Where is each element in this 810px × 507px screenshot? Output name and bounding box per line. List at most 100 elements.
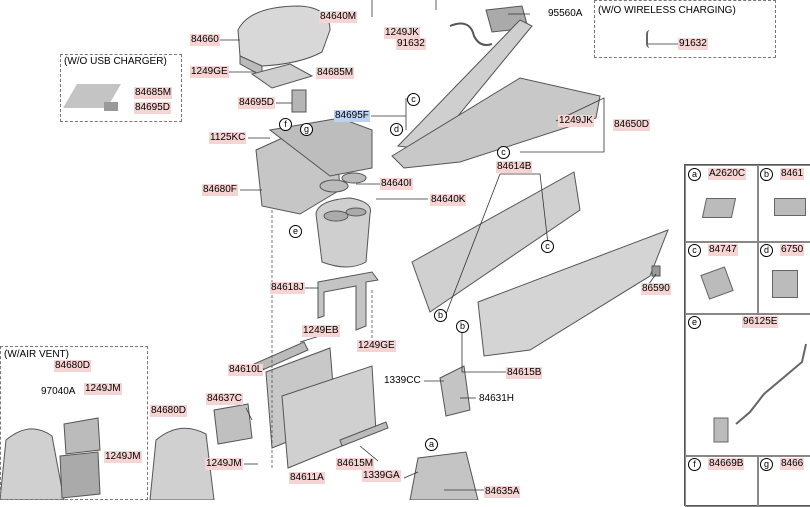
part-label-84631H[interactable]: 84631H [479, 393, 515, 404]
detail-shape-b [774, 198, 806, 216]
part-label-1249JM-av2[interactable]: 1249JM [104, 451, 142, 463]
wireless-charging-box [594, 0, 776, 58]
part-label-1339CC[interactable]: 1339CC [384, 375, 421, 386]
part-label-84640M[interactable]: 84640M [319, 11, 358, 23]
air-vent-box-shape [59, 451, 101, 499]
part-label-1249JM-mid[interactable]: 1249JM [205, 458, 243, 470]
part-label-84640I[interactable]: 84640I [380, 178, 413, 190]
bracket-shape [317, 271, 379, 331]
part-label-84615B[interactable]: 84615B [506, 367, 543, 379]
part-label-86590[interactable]: 86590 [641, 283, 671, 295]
callout-c-left[interactable]: c [407, 93, 420, 106]
detail-letter-e: e [688, 316, 701, 329]
detail-letter-b: b [760, 168, 773, 181]
part-label-84695D-mid[interactable]: 84695D [238, 97, 276, 109]
detail-cell-g: g 8466 [757, 455, 810, 507]
callout-b-1[interactable]: b [434, 309, 447, 322]
detail-part-a[interactable]: A2620C [708, 168, 747, 180]
part-label-84640K[interactable]: 84640K [430, 194, 467, 206]
part-label-84660[interactable]: 84660 [190, 34, 220, 46]
console-trim-shape [391, 77, 601, 169]
part-label-84680D[interactable]: 84680D [54, 360, 92, 372]
detail-part-c[interactable]: 84747 [708, 244, 738, 256]
callout-e[interactable]: e [289, 225, 302, 238]
console-end-shape [149, 427, 215, 500]
callout-b-2[interactable]: b [456, 320, 469, 333]
part-label-95560A[interactable]: 95560A [548, 8, 583, 19]
side-panel-right-shape [477, 229, 669, 357]
part-label-84611A[interactable]: 84611A [289, 472, 325, 484]
detail-legend-panel: a A2620C b 8461 c 84747 d 6750 e 96125E … [684, 164, 810, 507]
part-label-97040A[interactable]: 97040A [41, 386, 76, 397]
detail-letter-c: c [688, 244, 701, 257]
usb-charger-box [60, 54, 182, 122]
mount-bracket-shape [439, 365, 471, 417]
cable-shape [449, 22, 493, 46]
usb-charger-box-title: (W/O USB CHARGER) [64, 56, 167, 67]
part-label-1249JK-top[interactable]: 1249JK [384, 27, 420, 39]
detail-cell-c: c 84747 [685, 241, 759, 315]
part-label-84685M-usb[interactable]: 84685M [134, 87, 173, 99]
callout-a-bottom[interactable]: a [425, 438, 438, 451]
side-panel-left-shape [411, 171, 581, 313]
part-label-84637C[interactable]: 84637C [206, 393, 244, 405]
usb-block-shape [104, 102, 118, 111]
part-label-1249JK-right[interactable]: 1249JK [558, 115, 594, 127]
detail-shape-d [772, 270, 798, 298]
callout-c-mid[interactable]: c [497, 146, 510, 159]
bracket-small-shape [213, 403, 253, 445]
small-block-shape [291, 89, 307, 113]
detail-cell-d: d 6750 [757, 241, 810, 315]
callout-f[interactable]: f [279, 118, 292, 131]
detail-cell-f: f 84669B [685, 455, 759, 507]
detail-letter-g: g [760, 458, 773, 471]
part-label-84650D[interactable]: 84650D [613, 119, 651, 131]
air-vent-box-title: (W/AIR VENT) [4, 349, 69, 360]
detail-cell-b: b 8461 [757, 165, 810, 243]
part-label-1249JM-av1[interactable]: 1249JM [84, 383, 122, 395]
detail-letter-f: f [688, 458, 701, 471]
armrest-lid-shape [237, 5, 331, 67]
part-label-84680F[interactable]: 84680F [202, 184, 238, 196]
detail-part-e[interactable]: 96125E [742, 316, 779, 328]
detail-part-d[interactable]: 6750 [780, 244, 805, 256]
cup-holder-shape [315, 197, 372, 268]
part-label-84614B[interactable]: 84614B [496, 161, 533, 173]
part-label-91632-top[interactable]: 91632 [396, 38, 426, 50]
part-label-84680D-b[interactable]: 84680D [150, 405, 188, 417]
part-label-84615M[interactable]: 84615M [336, 458, 375, 470]
detail-shape-c [700, 266, 734, 300]
part-label-1249GE-top[interactable]: 1249GE [190, 66, 229, 78]
strip-shape [339, 421, 389, 447]
part-label-1249EB[interactable]: 1249EB [302, 325, 340, 337]
detail-shape-a [701, 198, 737, 218]
wc-cable-shape [646, 30, 660, 48]
part-label-1125KC[interactable]: 1125KC [209, 132, 247, 144]
base-bracket-shape [409, 451, 479, 500]
pad-shape [250, 63, 314, 89]
part-label-84695D-usb[interactable]: 84695D [134, 102, 172, 114]
detail-letter-a: a [688, 168, 701, 181]
wireless-charging-box-title: (W/O WIRELESS CHARGING) [598, 5, 736, 16]
callout-c-right[interactable]: c [541, 240, 554, 253]
part-label-84618J[interactable]: 84618J [270, 282, 305, 294]
detail-part-g[interactable]: 8466 [780, 458, 805, 470]
part-label-91632-wc[interactable]: 91632 [678, 38, 708, 50]
callout-d-left[interactable]: d [390, 123, 403, 136]
detail-part-f[interactable]: 84669B [708, 458, 745, 470]
part-label-84610L[interactable]: 84610L [228, 364, 264, 376]
part-label-84685M-top[interactable]: 84685M [316, 67, 355, 79]
part-label-1249GE-mid[interactable]: 1249GE [357, 340, 396, 352]
detail-cell-a: a A2620C [685, 165, 759, 243]
air-vent-grille-shape [63, 417, 101, 455]
detail-letter-d: d [760, 244, 773, 257]
detail-shape-e [713, 343, 807, 443]
storage-top-shape [268, 117, 373, 177]
part-label-1339GA[interactable]: 1339GA [362, 470, 401, 482]
part-label-84635A[interactable]: 84635A [484, 486, 521, 498]
detail-part-b[interactable]: 8461 [780, 168, 805, 180]
callout-g[interactable]: g [300, 123, 313, 136]
part-label-84695F[interactable]: 84695F [334, 110, 370, 122]
